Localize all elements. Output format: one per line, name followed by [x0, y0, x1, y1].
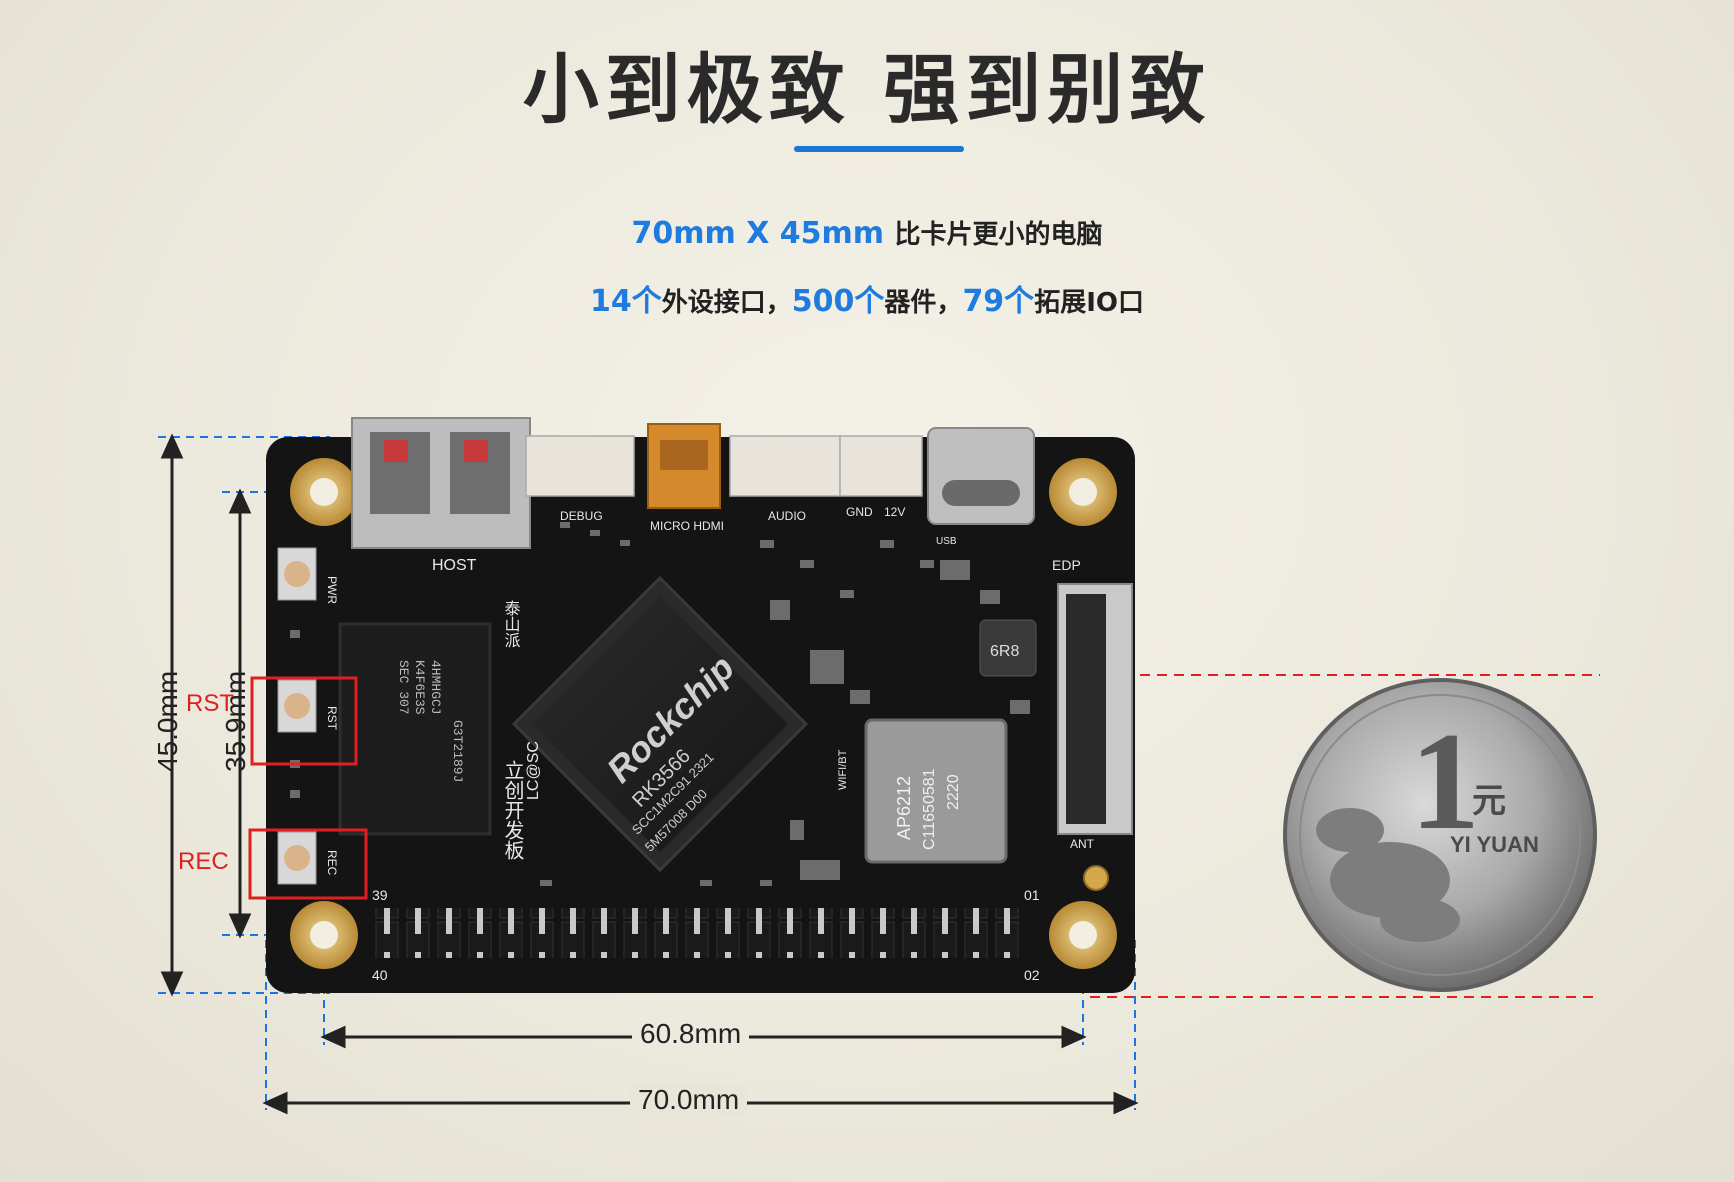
title-underline: [794, 146, 964, 152]
silkscreen-text: PWR RST REC HOST DEBUG MICRO HDMI AUDIO …: [325, 505, 1095, 983]
pin-02-label: 02: [1024, 967, 1040, 983]
coin-guides-red: [1090, 674, 1600, 998]
pin-39-label: 39: [372, 887, 388, 903]
ram-line1: SEC 307: [396, 660, 411, 715]
wifi-module: [864, 718, 1008, 864]
rec-callout: REC: [178, 848, 229, 875]
rec-highlight: [248, 828, 368, 900]
usb-c-connector: [927, 427, 1035, 525]
component-label: 器件，: [884, 288, 963, 318]
gnd-label: GND: [846, 505, 873, 519]
taishan-label: 泰山派: [502, 600, 521, 648]
rst-callout: RST: [186, 690, 234, 717]
wifi-line3: 2220: [945, 774, 962, 810]
subtitle-features: 14个外设接口，500个器件，79个拓展IO口: [0, 276, 1734, 320]
inductor-label: 6R8: [990, 643, 1019, 660]
wifi-text: AP6212 C11650581 2220: [894, 768, 962, 850]
coin-numeral: 1: [1410, 704, 1480, 859]
interface-count: 14个: [590, 284, 662, 319]
soc-chip: [511, 575, 809, 873]
12v-label: 12V: [884, 505, 905, 519]
rst-silk: RST: [325, 706, 339, 731]
ram-chip: [338, 622, 492, 836]
buttons: [277, 547, 317, 885]
io-label: 拓展IO口: [1034, 288, 1144, 318]
ram-line2: K4F6E3S: [412, 660, 427, 715]
board-size-desc: 比卡片更小的电脑: [894, 220, 1103, 250]
ram-text: SEC 307 K4F6E3S 4HMHGCJ G3T2189J: [396, 660, 465, 782]
component-count: 500个: [791, 284, 885, 319]
subtitle-dimensions: 70mm X 45mm 比卡片更小的电脑: [0, 214, 1734, 251]
coin-unit: 元: [1472, 781, 1506, 821]
jst-connectors: [525, 435, 923, 497]
ram-line3: 4HMHGCJ: [428, 660, 443, 715]
coin-text: YI YUAN: [1450, 832, 1539, 857]
rst-highlight: [250, 676, 358, 766]
antenna-connector: [1083, 865, 1109, 891]
ant-label: ANT: [1070, 837, 1095, 851]
height-outer-label: 45.0mm: [152, 670, 183, 772]
highlight-boxes: [248, 676, 368, 900]
wifi-bt-label: WIFI/BT: [837, 749, 849, 790]
inductor: [979, 619, 1037, 677]
micro-hdmi-label: MICRO HDMI: [650, 519, 724, 533]
audio-label: AUDIO: [768, 509, 806, 523]
coin: 1 元 YI YUAN: [1283, 678, 1597, 992]
usb-host-connector: [351, 417, 531, 549]
usb-label: USB: [936, 536, 957, 547]
page-title: 小到极致 强到别致: [522, 45, 1212, 134]
pin-01-label: 01: [1024, 887, 1040, 903]
board-size: 70mm X 45mm: [631, 216, 885, 251]
ram-line4: G3T2189J: [450, 720, 465, 782]
lcsc-label: LC@SC: [525, 741, 542, 800]
wifi-line1: AP6212: [894, 776, 914, 840]
pwr-label: PWR: [325, 576, 339, 604]
host-label: HOST: [432, 557, 477, 574]
io-count: 79个: [962, 284, 1035, 319]
gpio-pin-header: [372, 908, 1023, 958]
width-outer-label: 70.0mm: [630, 1084, 748, 1116]
pin-40-label: 40: [372, 967, 388, 983]
micro-hdmi-connector: [647, 423, 721, 509]
debug-label: DEBUG: [560, 509, 603, 523]
edp-connector: [1057, 583, 1133, 835]
mounting-holes: [290, 458, 1117, 969]
peony-flower-icon: [1316, 808, 1460, 942]
edp-label: EDP: [1052, 557, 1081, 573]
interface-label: 外设接口，: [661, 288, 792, 318]
wifi-line2: C11650581: [921, 768, 938, 850]
width-inner-label: 60.8mm: [632, 1018, 750, 1050]
height-inner-label: 35.9mm: [220, 670, 251, 772]
rec-silk: REC: [325, 850, 339, 876]
brand-cn-label: 立创开发板: [501, 760, 524, 860]
